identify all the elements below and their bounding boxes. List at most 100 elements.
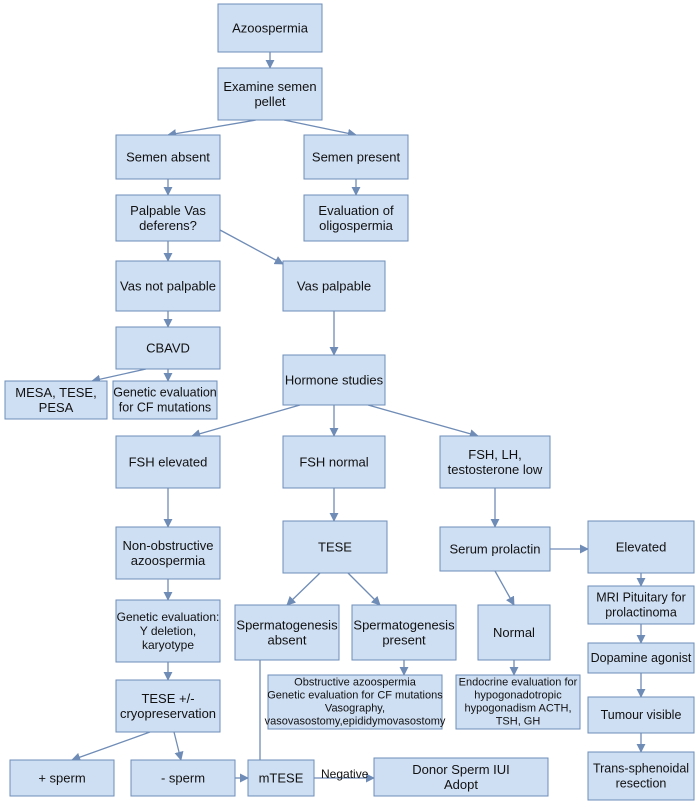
flow-arrow bbox=[173, 731, 184, 761]
node-label-line: Palpable Vas bbox=[130, 203, 206, 218]
node-label-line: Examine semen bbox=[223, 79, 316, 94]
node-label-line: cryopreservation bbox=[120, 706, 216, 721]
node-cbavd: CBAVD bbox=[115, 326, 221, 370]
node-box bbox=[4, 380, 108, 420]
node-label-line: absent bbox=[267, 633, 306, 648]
node-box bbox=[477, 604, 551, 661]
node-box bbox=[303, 134, 409, 180]
node-label-line: PESA bbox=[39, 400, 74, 415]
edge-label-negative: Negative bbox=[321, 767, 369, 781]
node-endocrine-eval: Endocrine evaluation forhypogonadotropic… bbox=[455, 674, 581, 730]
node-box bbox=[115, 435, 221, 489]
node-label-line: Endocrine evaluation for bbox=[459, 677, 578, 689]
node-label-line: resection bbox=[616, 776, 667, 790]
node-label-line: FSH normal bbox=[299, 455, 368, 470]
node-label-line: Serum prolactin bbox=[449, 542, 540, 557]
flow-arrow bbox=[286, 572, 321, 606]
node-box bbox=[115, 326, 221, 370]
node-label-line: Vas not palpable bbox=[120, 279, 216, 294]
node-label-line: Vasography, bbox=[325, 702, 385, 714]
node-label-line: Genetic evaluation: bbox=[117, 610, 220, 624]
node-box bbox=[112, 380, 218, 420]
node-label-line: pellet bbox=[254, 94, 285, 109]
node-label-line: Genetic evaluation for CF mutations bbox=[267, 690, 443, 702]
node-box bbox=[115, 260, 221, 312]
node-box bbox=[282, 435, 386, 489]
node-label-line: karyotype bbox=[142, 638, 194, 652]
node-label-line: azoospermia bbox=[131, 553, 206, 568]
node-label-line: CBAVD bbox=[146, 341, 190, 356]
flow-arrow bbox=[191, 404, 301, 439]
node-fsh-normal: FSH normal bbox=[282, 435, 386, 489]
node-box bbox=[247, 759, 315, 797]
node-box bbox=[587, 520, 695, 574]
node-label-line: Spermatogenesis bbox=[353, 617, 455, 632]
node-label-line: hypogonadotropic bbox=[474, 690, 562, 702]
node-box bbox=[439, 526, 551, 572]
node-label-line: hypogonadism ACTH, bbox=[465, 702, 572, 714]
node-label-line: vasovasostomy,epididymovasostomy bbox=[265, 715, 446, 727]
node-box bbox=[115, 599, 221, 663]
node-box bbox=[373, 757, 549, 797]
node-label-line: MESA, TESE, bbox=[15, 385, 96, 400]
node-label-line: Dopamine agonist bbox=[591, 651, 692, 665]
node-label-line: - sperm bbox=[161, 771, 205, 786]
node-label-line: TESE bbox=[318, 540, 352, 555]
node-box bbox=[351, 604, 457, 661]
node-box bbox=[217, 67, 323, 121]
node-box bbox=[267, 674, 443, 730]
node-normal: Normal bbox=[477, 604, 551, 661]
node-label-line: Donor Sperm IUI bbox=[412, 762, 510, 777]
node-box bbox=[115, 194, 221, 242]
node-box bbox=[115, 526, 221, 580]
flow-arrow bbox=[347, 572, 381, 606]
node-plus-sperm: + sperm bbox=[9, 759, 115, 797]
node-box bbox=[587, 751, 695, 801]
node-hormone-studies: Hormone studies bbox=[282, 354, 386, 406]
node-box bbox=[217, 3, 323, 53]
node-label-line: Vas palpable bbox=[297, 279, 371, 294]
node-vas-palpable: Vas palpable bbox=[282, 260, 386, 312]
node-label-line: FSH, LH, bbox=[468, 447, 521, 462]
node-label-line: deferens? bbox=[139, 218, 197, 233]
node-label-line: Evaluation of bbox=[318, 203, 394, 218]
node-dopamine-agonist: Dopamine agonist bbox=[587, 642, 695, 674]
node-box bbox=[282, 520, 388, 574]
node-label-line: Semen absent bbox=[126, 150, 210, 165]
node-label-line: Trans-sphenoidal bbox=[593, 762, 689, 776]
node-label-line: TSH, GH bbox=[496, 715, 541, 727]
node-box bbox=[455, 674, 581, 730]
node-box bbox=[587, 696, 695, 734]
node-label-line: for CF mutations bbox=[119, 400, 211, 414]
node-label-line: Elevated bbox=[616, 540, 667, 555]
node-genetic-y: Genetic evaluation:Y deletion,karyotype bbox=[115, 599, 221, 663]
node-label-line: MRI Pituitary for bbox=[596, 591, 686, 605]
node-box bbox=[303, 194, 409, 242]
node-box bbox=[587, 642, 695, 674]
node-box bbox=[130, 759, 236, 797]
node-tese-cryo: TESE +/-cryopreservation bbox=[115, 679, 221, 733]
node-box bbox=[282, 260, 386, 312]
node-fsh-elevated: FSH elevated bbox=[115, 435, 221, 489]
node-tumour-visible: Tumour visible bbox=[587, 696, 695, 734]
node-minus-sperm: - sperm bbox=[130, 759, 236, 797]
flow-arrow bbox=[283, 119, 357, 138]
node-label-line: mTESE bbox=[259, 771, 304, 786]
node-label-line: Non-obstructive bbox=[122, 538, 213, 553]
flow-arrow bbox=[219, 229, 284, 265]
node-label-line: Azoospermia bbox=[232, 21, 309, 36]
node-semen-absent: Semen absent bbox=[115, 134, 221, 180]
node-label-line: + sperm bbox=[38, 771, 85, 786]
node-box bbox=[439, 435, 551, 489]
node-label-line: Y deletion, bbox=[140, 624, 197, 638]
node-box bbox=[115, 134, 221, 180]
